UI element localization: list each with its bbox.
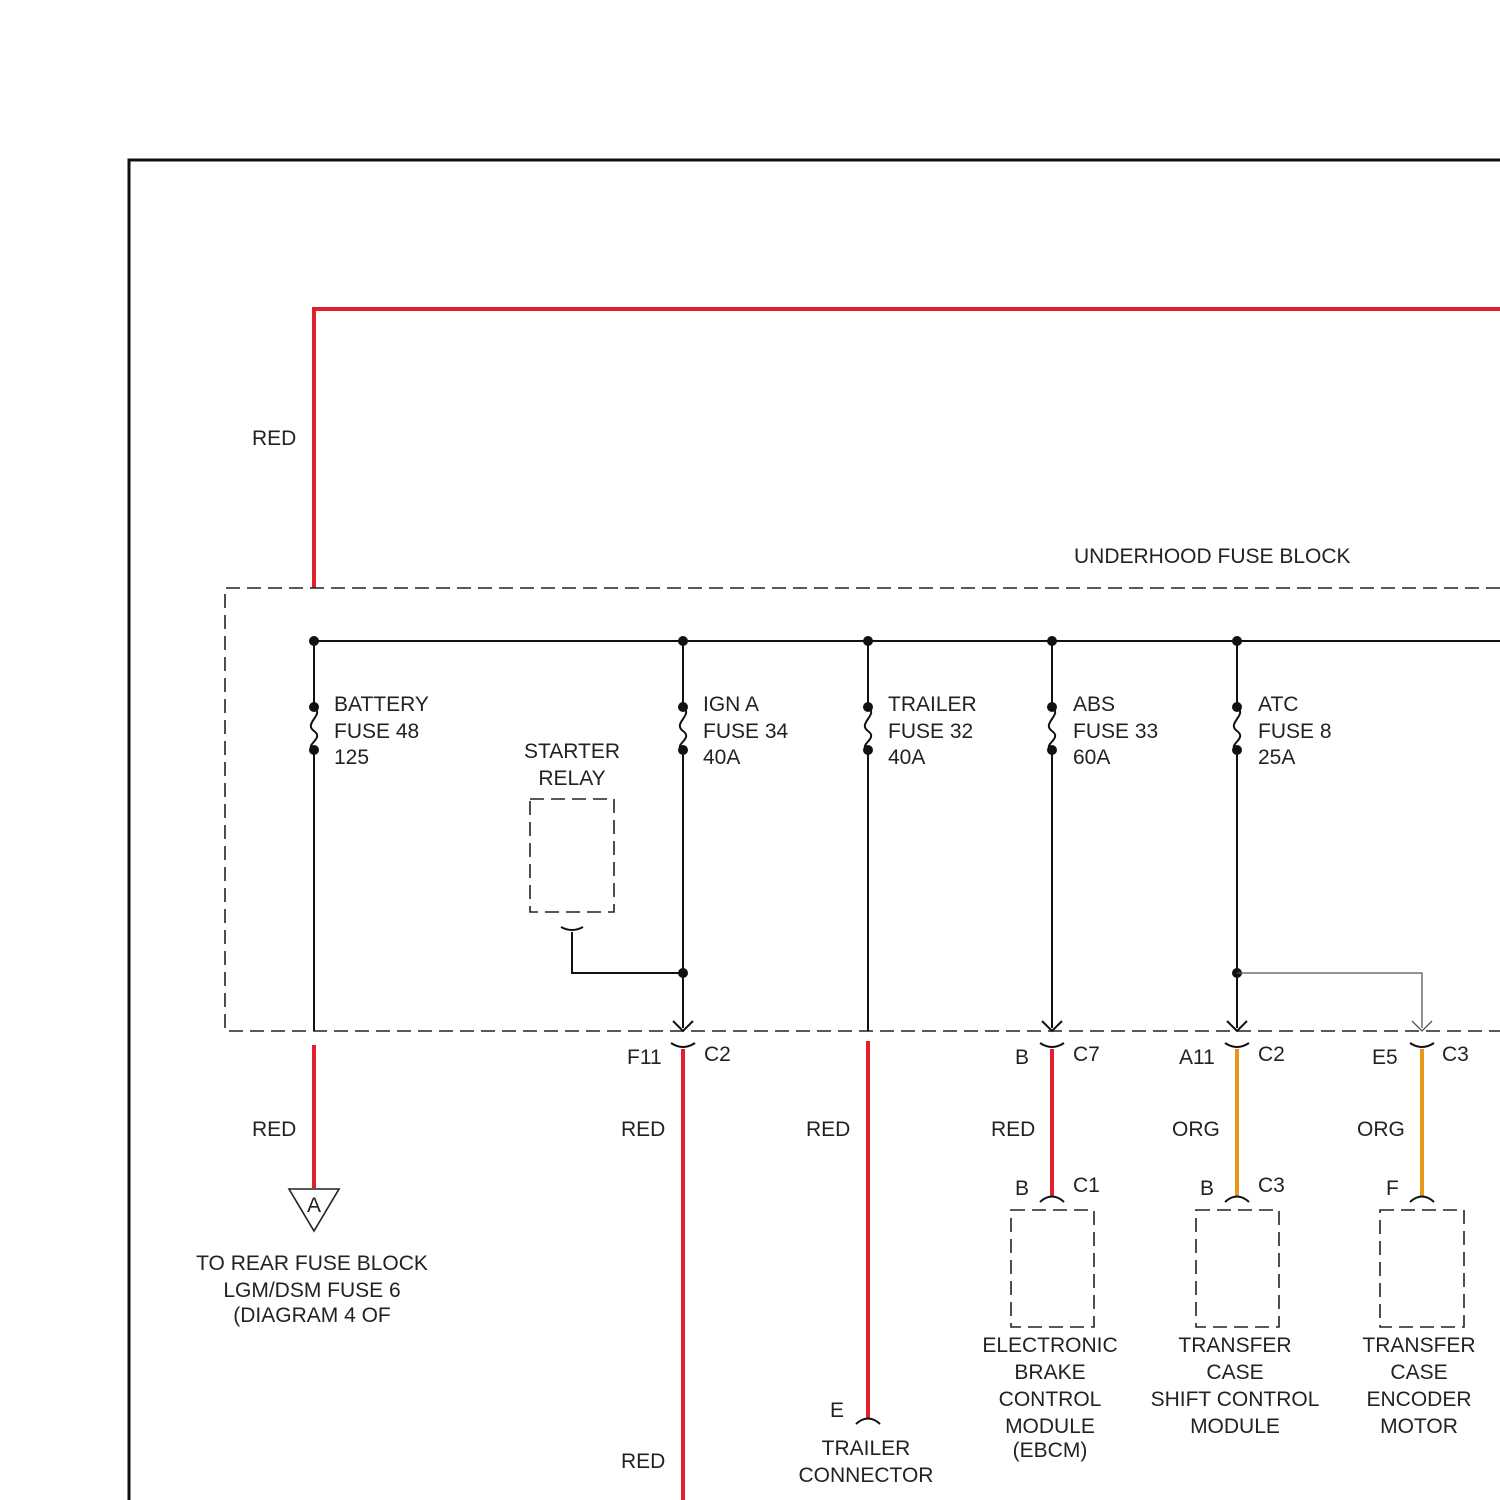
fuse-ign-a: IGN A FUSE 34 40A bbox=[678, 641, 789, 1028]
wire-label-top-red: RED bbox=[252, 427, 296, 450]
ebcm-connector-name: C1 bbox=[1073, 1174, 1100, 1197]
ebcm-label-1: ELECTRONIC bbox=[982, 1334, 1117, 1357]
fuse-ign-number: FUSE 34 bbox=[703, 720, 789, 743]
fuse-trailer-name: TRAILER bbox=[888, 693, 977, 716]
encoder-label-3: ENCODER bbox=[1366, 1388, 1471, 1411]
offpage-label-3: (DIAGRAM 4 OF bbox=[233, 1304, 391, 1327]
fuse-abs-name: ABS bbox=[1073, 693, 1115, 716]
ebcm-connector-cup bbox=[1040, 1197, 1064, 1203]
ebcm-label-4: MODULE bbox=[1005, 1415, 1095, 1438]
connector-cup-atc2 bbox=[1410, 1043, 1434, 1047]
fuse-abs-number: FUSE 33 bbox=[1073, 720, 1158, 743]
fuse-battery-rating: 125 bbox=[334, 746, 369, 769]
wire-label-abs-red: RED bbox=[991, 1118, 1035, 1141]
encoder-connector-pin: F bbox=[1386, 1177, 1399, 1200]
connector-atc2-name: C3 bbox=[1442, 1043, 1469, 1066]
fuse-battery-number: FUSE 48 bbox=[334, 720, 419, 743]
fuse-trailer-number: FUSE 32 bbox=[888, 720, 973, 743]
connector-atc1-pin: A11 bbox=[1179, 1046, 1215, 1069]
connector-atc1-name: C2 bbox=[1258, 1043, 1285, 1066]
shift-connector-cup bbox=[1225, 1197, 1249, 1203]
ebcm-label-5: (EBCM) bbox=[1013, 1439, 1088, 1462]
shift-module-box bbox=[1196, 1210, 1279, 1327]
wire-label-ign-red: RED bbox=[621, 1118, 665, 1141]
starter-relay-label-2: RELAY bbox=[538, 767, 605, 790]
encoder-motor-box bbox=[1380, 1210, 1464, 1327]
fuse-trailer-rating: 40A bbox=[888, 746, 925, 769]
starter-relay: STARTER RELAY bbox=[524, 740, 688, 978]
ebcm-label-3: CONTROL bbox=[999, 1388, 1102, 1411]
underhood-fuse-block-boundary bbox=[225, 588, 1500, 1031]
fuse-ign-rating: 40A bbox=[703, 746, 740, 769]
trailer-connector-label-1: TRAILER bbox=[822, 1437, 911, 1460]
shift-label-3: SHIFT CONTROL bbox=[1151, 1388, 1320, 1411]
fuse-abs-rating: 60A bbox=[1073, 746, 1110, 769]
trailer-connector-label-2: CONNECTOR bbox=[799, 1464, 934, 1487]
connector-cup-atc1 bbox=[1225, 1043, 1249, 1047]
connector-abs-name: C7 bbox=[1073, 1043, 1100, 1066]
wire-label-battery-red: RED bbox=[252, 1118, 296, 1141]
atc-splice-wire bbox=[1237, 973, 1422, 1028]
fuse-battery: BATTERY FUSE 48 125 bbox=[309, 641, 429, 1031]
wire-label-ign-red-low: RED bbox=[621, 1450, 665, 1473]
ebcm-label-2: BRAKE bbox=[1014, 1361, 1085, 1384]
offpage-label-2: LGM/DSM FUSE 6 bbox=[223, 1279, 400, 1302]
offpage-marker-letter: A bbox=[307, 1194, 321, 1217]
connector-cup-abs bbox=[1040, 1043, 1064, 1047]
offpage-label-1: TO REAR FUSE BLOCK bbox=[196, 1252, 428, 1275]
connector-atc2-pin: E5 bbox=[1372, 1046, 1398, 1069]
underhood-fuse-block-title: UNDERHOOD FUSE BLOCK bbox=[1074, 545, 1351, 568]
fuse-atc: ATC FUSE 8 25A bbox=[1232, 641, 1332, 1028]
wire-label-atc-org-2: ORG bbox=[1357, 1118, 1405, 1141]
trailer-connector-cup bbox=[856, 1419, 880, 1425]
fuse-ign-name: IGN A bbox=[703, 693, 759, 716]
connector-ign-name: C2 bbox=[704, 1043, 731, 1066]
shift-connector-name: C3 bbox=[1258, 1174, 1285, 1197]
fuse-atc-number: FUSE 8 bbox=[1258, 720, 1332, 743]
fuse-atc-name: ATC bbox=[1258, 693, 1298, 716]
fuse-atc-rating: 25A bbox=[1258, 746, 1295, 769]
shift-label-1: TRANSFER bbox=[1178, 1334, 1291, 1357]
wire-label-trailer-red: RED bbox=[806, 1118, 850, 1141]
encoder-label-1: TRANSFER bbox=[1362, 1334, 1475, 1357]
shift-connector-pin: B bbox=[1200, 1177, 1214, 1200]
encoder-connector-cup bbox=[1410, 1197, 1434, 1203]
shift-label-4: MODULE bbox=[1190, 1415, 1280, 1438]
connector-abs-pin: B bbox=[1015, 1046, 1029, 1069]
ebcm-box bbox=[1011, 1210, 1094, 1327]
fuse-abs: ABS FUSE 33 60A bbox=[1047, 641, 1158, 1028]
starter-relay-box bbox=[530, 799, 614, 912]
encoder-label-4: MOTOR bbox=[1380, 1415, 1458, 1438]
wire-label-atc-org-1: ORG bbox=[1172, 1118, 1220, 1141]
connector-cup-ign bbox=[671, 1043, 695, 1047]
shift-label-2: CASE bbox=[1206, 1361, 1263, 1384]
trailer-connector-pin: E bbox=[830, 1399, 844, 1422]
encoder-label-2: CASE bbox=[1390, 1361, 1447, 1384]
fuse-battery-name: BATTERY bbox=[334, 693, 429, 716]
connector-ign-pin: F11 bbox=[627, 1046, 662, 1069]
ebcm-connector-pin: B bbox=[1015, 1177, 1029, 1200]
fuse-trailer: TRAILER FUSE 32 40A bbox=[863, 641, 977, 1031]
starter-relay-label-1: STARTER bbox=[524, 740, 620, 763]
